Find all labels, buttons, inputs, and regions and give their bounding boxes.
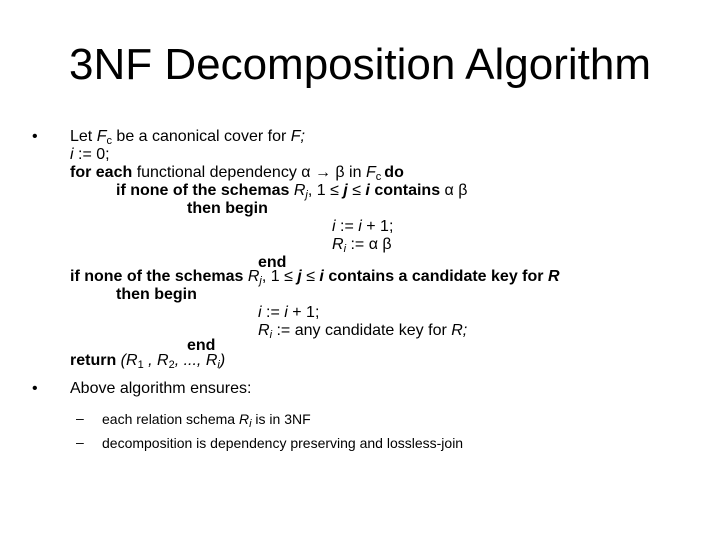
le-symbol: ≤ bbox=[352, 182, 361, 199]
algo-line-7: Ri := α β bbox=[332, 236, 392, 258]
algo-line-6: i := i + 1; bbox=[332, 218, 393, 236]
symbol-j: j bbox=[292, 268, 307, 285]
symbol-beta: β bbox=[335, 164, 345, 181]
text: := bbox=[261, 304, 285, 321]
algo-line-12: Ri := any candidate key for R; bbox=[258, 322, 467, 344]
text: each relation schema bbox=[102, 411, 239, 427]
text: := any candidate key for bbox=[272, 322, 452, 339]
symbol-i: i bbox=[70, 146, 74, 163]
sub-bullet-2-marker: – bbox=[76, 434, 84, 450]
text: contains bbox=[374, 182, 445, 199]
text: + 1; bbox=[287, 304, 320, 321]
symbol-i: i bbox=[360, 182, 375, 199]
algo-line-8: end bbox=[258, 254, 287, 271]
algo-line-11: i := i + 1; bbox=[258, 304, 319, 322]
subscript-c: c bbox=[375, 171, 385, 183]
symbol-i: i bbox=[314, 268, 329, 285]
text: ) bbox=[219, 352, 226, 369]
keyword-for-each: for each bbox=[70, 164, 137, 181]
algo-line-13: end bbox=[187, 337, 216, 354]
symbol-F: F bbox=[365, 164, 376, 181]
text: , R bbox=[143, 352, 169, 369]
text: if none of the schemas bbox=[70, 268, 248, 285]
subscript-i: i bbox=[249, 418, 252, 430]
algo-line-1: Let Fc be a canonical cover for F; bbox=[70, 128, 305, 150]
algo-line-2: i := 0; bbox=[70, 146, 110, 164]
algo-line-9: if none of the schemas Rj, 1 ≤ j ≤ i con… bbox=[70, 268, 560, 290]
text: be a canonical cover for bbox=[111, 128, 291, 145]
slide-title: 3NF Decomposition Algorithm bbox=[68, 40, 651, 89]
subscript-c: c bbox=[106, 135, 112, 147]
text: + 1; bbox=[361, 218, 394, 235]
text: , 1 bbox=[307, 182, 331, 199]
text: , 1 bbox=[261, 268, 285, 285]
algo-line-3: for each functional dependency α → β in … bbox=[70, 164, 404, 186]
symbol-F: F; bbox=[290, 128, 305, 145]
bullet-2-text: Above algorithm ensures: bbox=[70, 380, 252, 397]
subscript-i: i bbox=[343, 243, 347, 255]
subscript-i: i bbox=[217, 359, 220, 371]
symbol-R: R bbox=[238, 411, 250, 427]
symbol-R: R; bbox=[451, 322, 468, 339]
sub-bullet-1-text: each relation schema Ri is in 3NF bbox=[102, 410, 311, 433]
text: := bbox=[346, 236, 369, 253]
alpha-beta-symbols: α β bbox=[444, 182, 468, 199]
le-symbol: ≤ bbox=[330, 182, 339, 199]
text: functional dependency bbox=[136, 164, 302, 181]
alpha-beta-symbols: α β bbox=[368, 236, 392, 253]
le-symbol: ≤ bbox=[306, 268, 315, 285]
algo-line-14: return (R1 , R2, ..., Ri) bbox=[70, 352, 225, 374]
algo-line-5: then begin bbox=[187, 200, 268, 217]
symbol-R: R bbox=[547, 268, 560, 285]
bullet-1-marker: • bbox=[32, 128, 38, 145]
algo-line-4: if none of the schemas Rj, 1 ≤ j ≤ i con… bbox=[116, 182, 467, 204]
subscript-1: 1 bbox=[137, 359, 144, 371]
sub-bullet-2-text: decomposition is dependency preserving a… bbox=[102, 435, 464, 451]
le-symbol: ≤ bbox=[284, 268, 293, 285]
symbol-i: i bbox=[258, 304, 262, 321]
bullet-2-marker: • bbox=[32, 380, 38, 397]
symbol-i: i bbox=[332, 218, 336, 235]
symbol-i: i bbox=[358, 218, 362, 235]
text: := bbox=[335, 218, 359, 235]
keyword-return: return bbox=[70, 352, 121, 369]
text: if none of the schemas bbox=[116, 182, 294, 199]
text: contains a candidate key for bbox=[328, 268, 548, 285]
subscript-j: j bbox=[305, 189, 308, 201]
text: is in 3NF bbox=[251, 411, 311, 427]
text: in bbox=[344, 164, 366, 181]
text: (R bbox=[120, 352, 138, 369]
algo-line-10: then begin bbox=[116, 286, 197, 303]
keyword-do: do bbox=[384, 164, 404, 181]
arrow-symbol: → bbox=[310, 164, 336, 181]
symbol-F: F bbox=[96, 128, 107, 145]
subscript-2: 2 bbox=[168, 359, 175, 371]
symbol-R: R bbox=[258, 322, 270, 339]
symbol-alpha: α bbox=[301, 164, 311, 181]
symbol-R: R bbox=[332, 236, 344, 253]
text: Let bbox=[70, 128, 97, 145]
subscript-j: j bbox=[259, 275, 262, 287]
symbol-j: j bbox=[338, 182, 353, 199]
symbol-i: i bbox=[284, 304, 288, 321]
text: , ..., R bbox=[174, 352, 218, 369]
sub-bullet-1-marker: – bbox=[76, 410, 84, 426]
subscript-i: i bbox=[269, 329, 273, 341]
symbol-R: R bbox=[247, 268, 260, 285]
symbol-R: R bbox=[293, 182, 306, 199]
text: := 0; bbox=[73, 146, 110, 163]
